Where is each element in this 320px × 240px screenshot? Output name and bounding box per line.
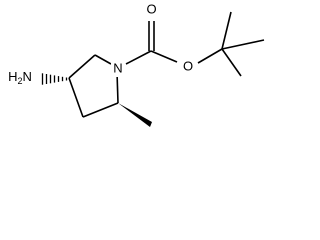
ester-oxygen-label-bg	[180, 58, 196, 75]
pyrrolidine-ring	[68, 54, 119, 118]
bond-ring-n-c2	[116, 71, 119, 104]
chemical-structure: H2N N O O	[1, 1, 265, 127]
bond-ring-c2-c3	[82, 102, 119, 118]
amine-label-bg	[1, 68, 39, 88]
bond-tbutyl-methyl-top	[221, 11, 232, 50]
atom-labels: H2N N O O	[1, 1, 196, 88]
ring-nitrogen-label: N	[113, 60, 122, 75]
amine-label-subscript: 2	[17, 76, 22, 86]
methyl-solid-wedge	[118, 103, 152, 127]
amine-label: H2N	[8, 69, 32, 86]
bond-ring-c3-c4	[68, 77, 84, 118]
ring-nitrogen-label-bg	[111, 61, 125, 77]
bond-ring-c4-c5	[68, 54, 96, 79]
bond-carbonyl-carbon-ester-o	[150, 50, 178, 63]
bond-ester-o-quaternary-carbon	[197, 48, 223, 64]
bond-tbutyl-methyl-right	[221, 39, 265, 50]
bond-ring-c5-n	[94, 54, 112, 65]
amine-hashed-wedge	[41, 73, 68, 85]
boc-group	[125, 11, 265, 77]
carbonyl-oxygen-label-bg	[144, 1, 159, 18]
ester-oxygen-label: O	[183, 58, 193, 73]
bond-tbutyl-methyl-bottom	[221, 48, 242, 77]
amine-label-n: N	[23, 69, 32, 84]
carbonyl-oxygen-label: O	[146, 1, 156, 16]
bond-n-carbonyl-carbon	[125, 50, 152, 65]
amine-label-h: H	[8, 69, 17, 84]
